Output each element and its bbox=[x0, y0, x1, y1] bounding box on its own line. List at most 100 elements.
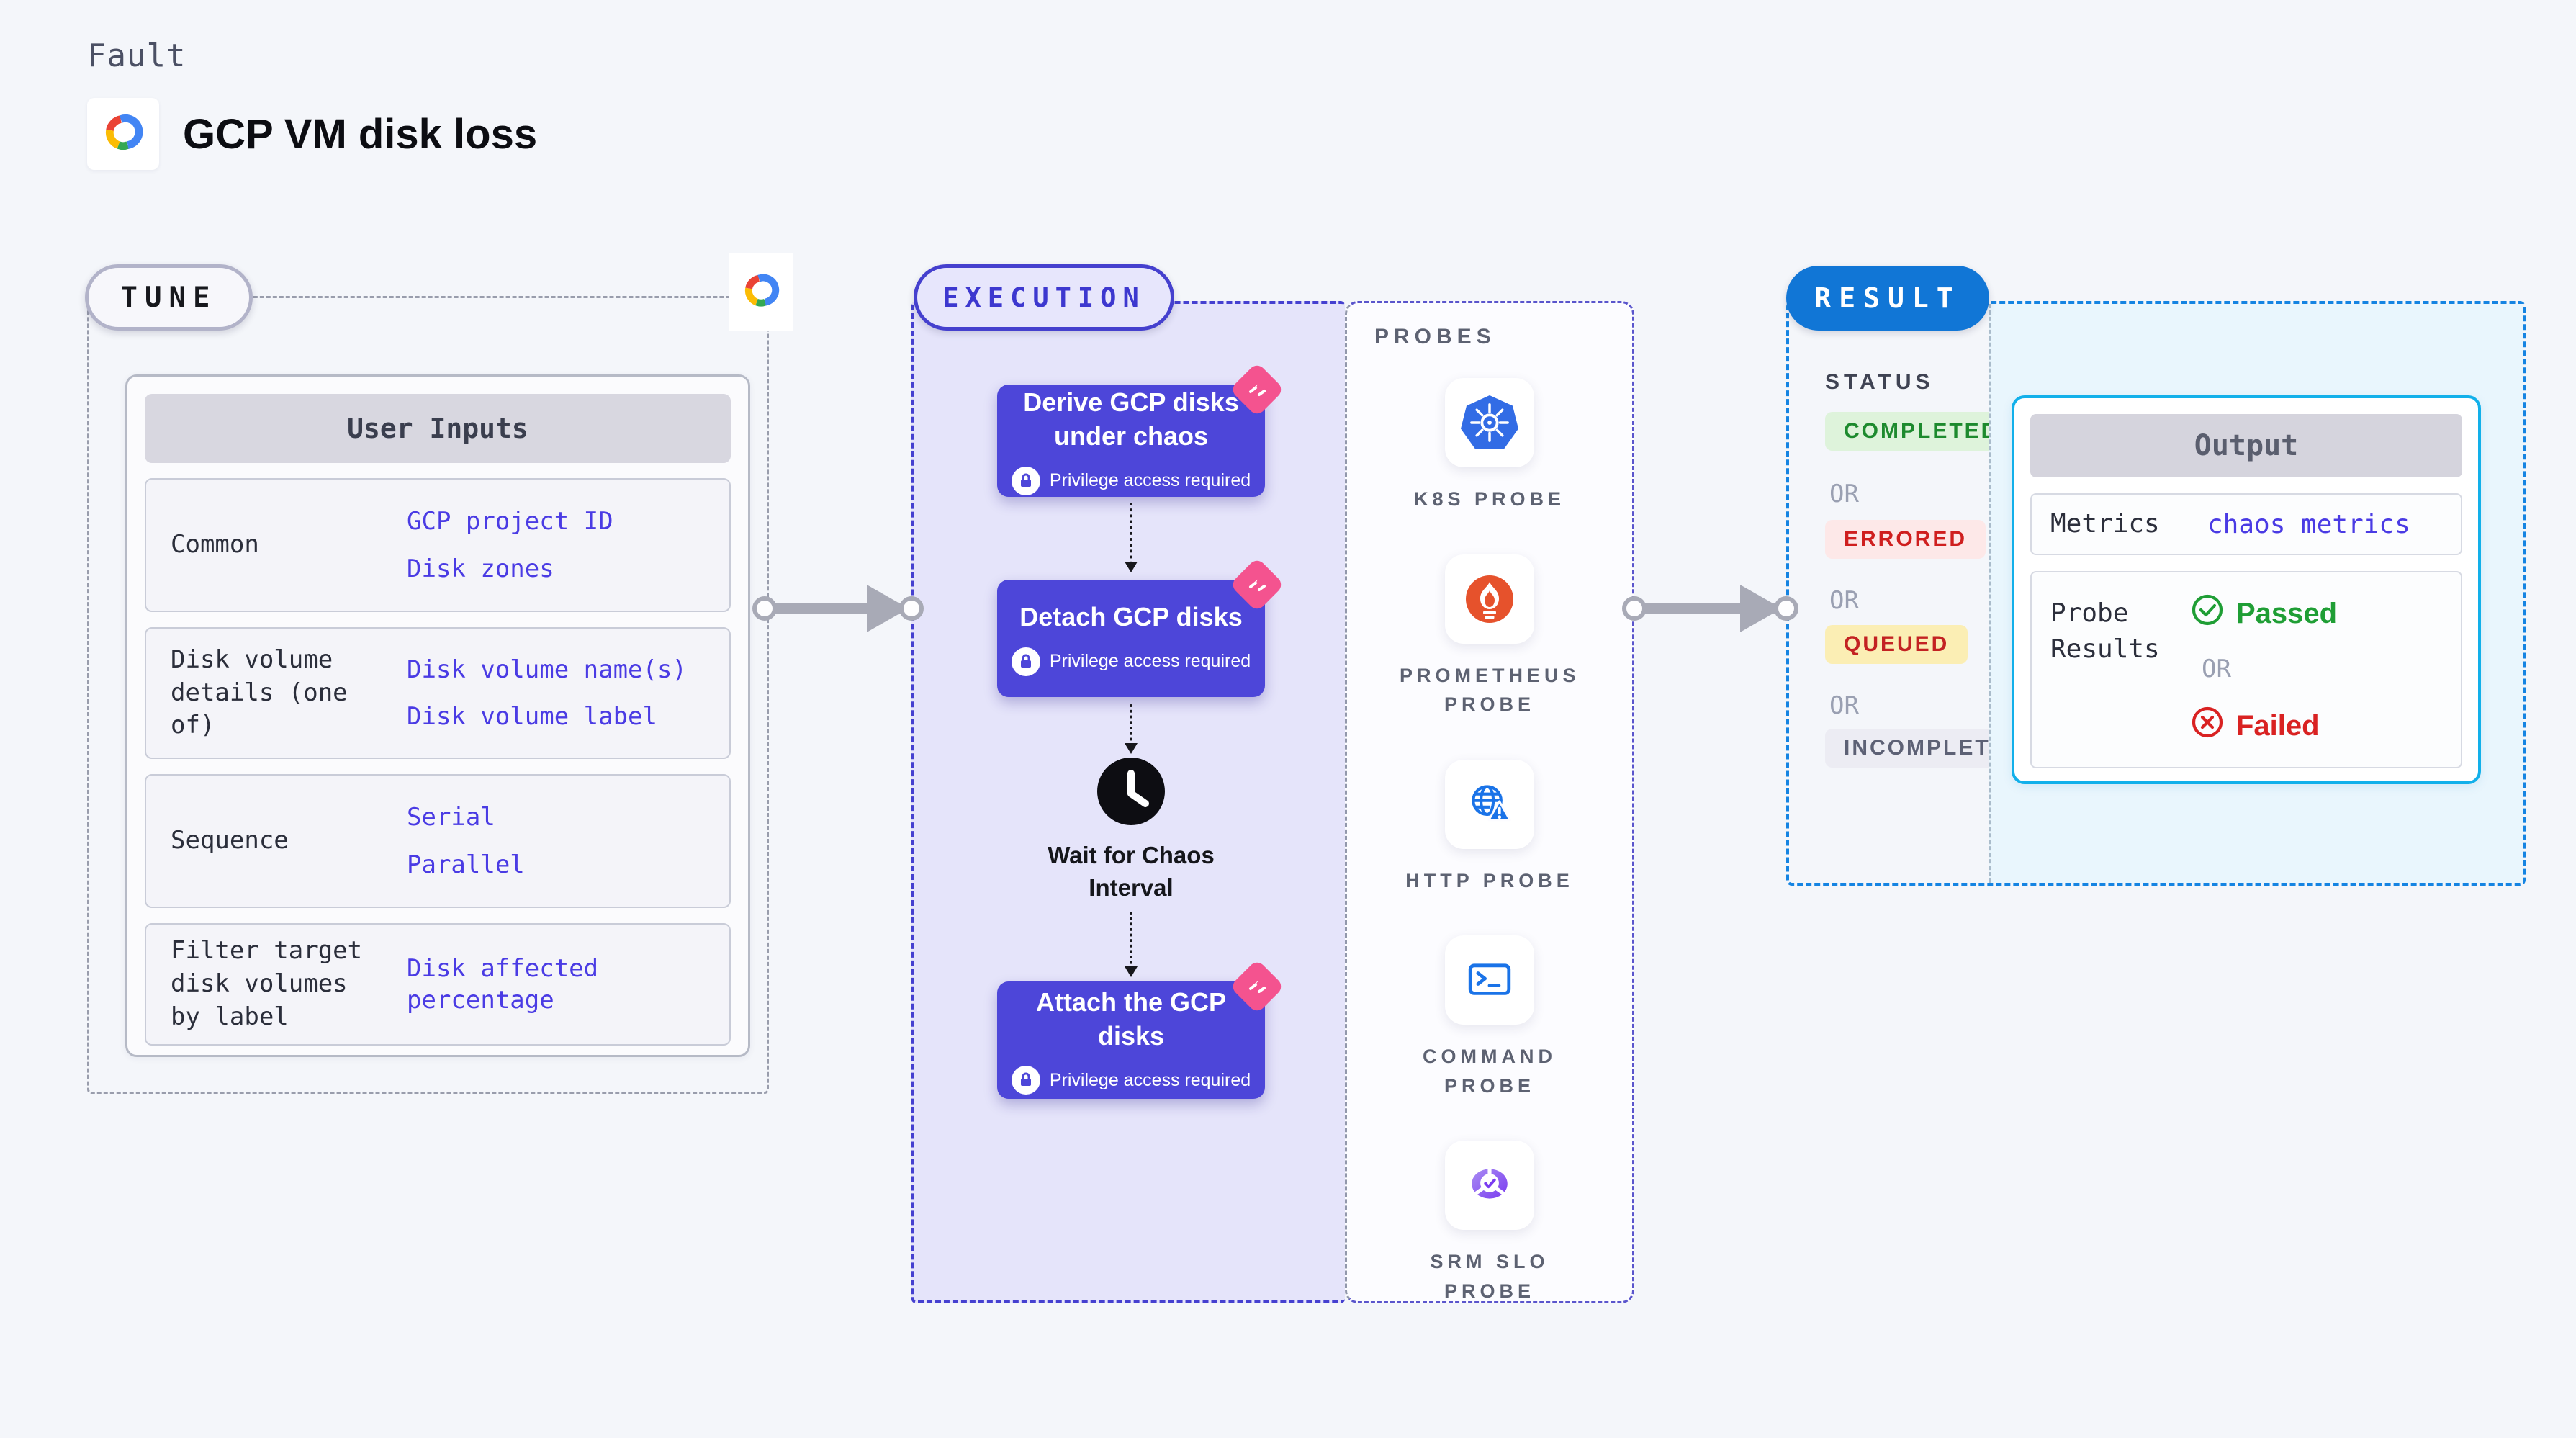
prometheus-icon bbox=[1466, 575, 1513, 623]
status-badge: QUEUED bbox=[1825, 625, 1968, 664]
execution-section: Derive GCP disks under chaos Privilege a… bbox=[911, 301, 1345, 1303]
page-title: GCP VM disk loss bbox=[183, 110, 538, 158]
probe-results-values: Passed OR Failed bbox=[2190, 572, 2337, 767]
chaos-experiment-icon bbox=[1229, 958, 1285, 1015]
gcp-cloud-icon bbox=[97, 112, 149, 157]
input-value: Disk affected percentage bbox=[407, 953, 599, 1015]
privilege-note: Privilege access required bbox=[1011, 1066, 1251, 1095]
privilege-note-text: Privilege access required bbox=[1049, 651, 1251, 672]
execution-step-detach-disks: Detach GCP disks Privilege access requir… bbox=[997, 557, 1285, 697]
dotted-flow-arrow bbox=[1125, 704, 1138, 754]
input-value: Parallel bbox=[407, 850, 525, 879]
table-row: Disk volume details (one of) Disk volume… bbox=[145, 627, 731, 759]
chaos-experiment-icon bbox=[1229, 557, 1285, 613]
result-badge: RESULT bbox=[1786, 266, 1989, 331]
clock-icon bbox=[1097, 758, 1165, 825]
table-row: Metrics chaos metrics bbox=[2030, 493, 2462, 555]
metrics-value: chaos metrics bbox=[2207, 509, 2410, 539]
table-row: Filter target disk volumes by label Disk… bbox=[145, 923, 731, 1046]
passed-label: Passed bbox=[2236, 597, 2338, 629]
probe-label: K8S PROBE bbox=[1413, 488, 1566, 510]
row-values: Disk volume name(s) Disk volume label bbox=[387, 629, 729, 758]
failed-label: Failed bbox=[2236, 709, 2320, 742]
execution-badge: EXECUTION bbox=[914, 264, 1174, 331]
status-badge: ERRORED bbox=[1825, 520, 1986, 559]
execution-step-derive-disks: Derive GCP disks under chaos Privilege a… bbox=[997, 361, 1285, 497]
probe-card bbox=[1445, 554, 1534, 644]
or-separator: OR bbox=[2202, 655, 2231, 683]
step-title: Attach the GCP disks bbox=[1035, 987, 1227, 1051]
gcp-logo-card bbox=[87, 98, 159, 170]
probe-card bbox=[1445, 935, 1534, 1025]
failed-status: Failed bbox=[2190, 705, 2337, 747]
probe-label: PROMETHEUS PROBE bbox=[1400, 664, 1580, 716]
probe-label: SRM SLO PROBE bbox=[1430, 1251, 1549, 1302]
status-badge: COMPLETED bbox=[1825, 412, 2018, 451]
connector-dot bbox=[899, 596, 924, 621]
lock-icon bbox=[1011, 466, 1040, 495]
privilege-note: Privilege access required bbox=[1011, 647, 1251, 676]
gcp-cloud-icon bbox=[737, 271, 785, 313]
list-item: HTTP PROBE bbox=[1400, 759, 1580, 896]
probe-label: HTTP PROBE bbox=[1405, 869, 1574, 891]
user-inputs-header: User Inputs bbox=[145, 394, 731, 463]
metrics-label: Metrics bbox=[2050, 508, 2160, 539]
execution-step-attach-disks: Attach the GCP disks Privilege access re… bbox=[997, 958, 1285, 1099]
kubernetes-icon bbox=[1461, 395, 1518, 449]
row-values: GCP project ID Disk zones bbox=[387, 480, 729, 611]
tune-badge: TUNE bbox=[85, 264, 253, 331]
fault-kicker: Fault bbox=[87, 37, 186, 74]
probe-card bbox=[1445, 1141, 1534, 1230]
probes-heading: PROBES bbox=[1374, 325, 1496, 349]
result-section: STATUS COMPLETED OR ERRORED OR QUEUED OR… bbox=[1786, 301, 2526, 886]
status-column: STATUS COMPLETED OR ERRORED OR QUEUED OR… bbox=[1789, 304, 2044, 883]
passed-status: Passed bbox=[2190, 593, 2337, 634]
probe-card bbox=[1445, 759, 1534, 849]
connector-dot bbox=[1774, 596, 1798, 621]
input-value: Disk zones bbox=[407, 554, 554, 583]
row-label: Common bbox=[171, 530, 259, 560]
or-separator: OR bbox=[1829, 480, 1859, 508]
probe-list: K8S PROBE PROMETHEUS PROBE bbox=[1347, 378, 1632, 1306]
list-item: COMMAND PROBE bbox=[1400, 935, 1580, 1100]
probe-label: COMMAND PROBE bbox=[1423, 1046, 1557, 1097]
row-values: Serial Parallel bbox=[387, 776, 729, 907]
list-item: K8S PROBE bbox=[1400, 378, 1580, 514]
table-row: Probe Results Passed OR bbox=[2030, 571, 2462, 768]
slo-gauge-icon bbox=[1466, 1161, 1513, 1210]
lock-icon bbox=[1011, 647, 1040, 676]
gcp-logo-card-small bbox=[729, 253, 793, 331]
step-title: Derive GCP disks under chaos bbox=[1023, 387, 1239, 451]
probe-results-label: Probe Results bbox=[2050, 598, 2160, 665]
dotted-flow-arrow bbox=[1125, 503, 1138, 572]
list-item: PROMETHEUS PROBE bbox=[1400, 554, 1580, 719]
connector-dot bbox=[1622, 596, 1647, 621]
probe-card bbox=[1445, 378, 1534, 467]
wait-chaos-interval-label: Wait for Chaos Interval bbox=[1048, 842, 1215, 901]
or-separator: OR bbox=[1829, 691, 1859, 720]
status-heading: STATUS bbox=[1825, 370, 1935, 394]
input-value: Disk volume name(s) bbox=[407, 655, 687, 684]
dotted-flow-arrow bbox=[1125, 912, 1138, 977]
row-values: Disk affected percentage bbox=[387, 925, 729, 1044]
step-title: Detach GCP disks bbox=[1019, 602, 1243, 632]
output-card: Output Metrics chaos metrics Probe Resul… bbox=[2012, 395, 2481, 784]
input-value: GCP project ID bbox=[407, 506, 613, 536]
input-value: Serial bbox=[407, 802, 495, 832]
connector-dot bbox=[752, 596, 777, 621]
or-separator: OR bbox=[1829, 586, 1859, 615]
globe-warning-icon bbox=[1465, 780, 1514, 828]
lock-icon bbox=[1011, 1066, 1040, 1095]
check-circle-icon bbox=[2190, 593, 2225, 634]
input-value: Disk volume label bbox=[407, 701, 657, 731]
output-header: Output bbox=[2030, 414, 2462, 477]
terminal-icon bbox=[1466, 957, 1513, 1004]
privilege-note-text: Privilege access required bbox=[1049, 1069, 1251, 1090]
privilege-note: Privilege access required bbox=[1011, 466, 1251, 495]
probes-section: PROBES bbox=[1345, 301, 1634, 1303]
list-item: SRM SLO PROBE bbox=[1400, 1141, 1580, 1306]
row-label: Filter target disk volumes by label bbox=[171, 936, 363, 1031]
row-label: Disk volume details (one of) bbox=[171, 644, 348, 740]
row-label: Sequence bbox=[171, 826, 289, 855]
